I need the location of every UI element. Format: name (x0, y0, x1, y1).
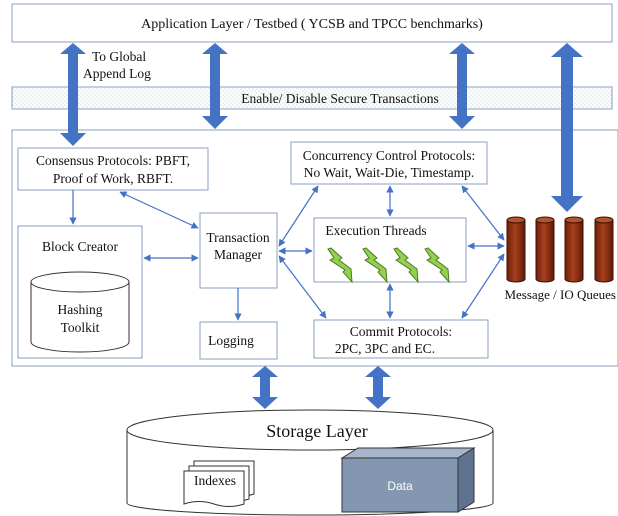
commit-protocols-line1: Commit Protocols: (350, 324, 452, 339)
queue-cylinder-2 (535, 216, 555, 283)
concurrency-control-line2: No Wait, Wait-Die, Timestamp. (304, 165, 475, 180)
data-box (340, 447, 476, 513)
thick-arrow-app-to-core-2 (202, 43, 228, 129)
commit-protocols-box (313, 319, 489, 359)
thin-arrows (69, 185, 505, 321)
application-layer-label: Application Layer / Testbed ( YCSB and T… (141, 17, 483, 32)
arrow-tm-commit (278, 255, 327, 319)
thick-arrow-core-to-storage-1 (252, 366, 278, 409)
secure-transactions-label: Enable/ Disable Secure Transactions (241, 91, 439, 106)
hashing-toolkit-cylinder (30, 271, 130, 353)
lightning-icon-2 (362, 247, 388, 284)
protocol-layer-box (11, 129, 618, 367)
queue-cylinder-3 (564, 216, 584, 283)
arrow-tm-concurrency (278, 185, 319, 247)
transaction-manager-line1: Transaction (206, 230, 269, 245)
lightning-icon-3 (393, 247, 419, 284)
commit-protocols-line2: 2PC, 3PC and EC. (335, 341, 435, 356)
concurrency-control-box (290, 141, 488, 185)
storage-layer-label: Storage Layer (266, 421, 367, 441)
lightning-icon-4 (424, 247, 450, 284)
data-label: Data (387, 479, 413, 493)
arrow-consensus-tm (119, 191, 199, 229)
logging-label: Logging (208, 333, 254, 348)
thick-arrow-global-log (60, 43, 86, 146)
thick-arrow-app-to-core-3 (449, 43, 475, 129)
consensus-protocols-box (17, 147, 209, 191)
thick-arrow-core-to-storage-2 (365, 366, 391, 409)
transaction-manager-box (199, 212, 278, 289)
block-creator-label: Block Creator (42, 239, 119, 254)
arrow-commit-queues (461, 253, 505, 319)
global-log-label-line2: Append Log (83, 66, 151, 81)
arrow-concurrency-queues (461, 185, 505, 241)
queue-cylinder-4 (594, 216, 614, 283)
concurrency-control-line1: Concurrency Control Protocols: (303, 148, 475, 163)
indexes-label: Indexes (194, 473, 236, 488)
lightning-icon-1 (327, 247, 353, 284)
transaction-manager-line2: Manager (214, 247, 262, 262)
hashing-toolkit-line1: Hashing (58, 302, 103, 317)
consensus-protocols-line1: Consensus Protocols: PBFT, (36, 153, 190, 168)
execution-threads-label: Execution Threads (325, 223, 426, 238)
thick-arrow-app-to-queues (551, 43, 583, 212)
queue-cylinder-1 (506, 216, 526, 283)
indexes-document-icon (183, 460, 255, 507)
message-queues-label: Message / IO Queues (504, 287, 616, 302)
logging-box (199, 321, 278, 360)
consensus-protocols-line2: Proof of Work, RBFT. (53, 171, 173, 186)
hashing-toolkit-line2: Toolkit (61, 320, 100, 335)
application-layer-box (11, 3, 613, 43)
global-log-label-line1: To Global (92, 49, 146, 64)
